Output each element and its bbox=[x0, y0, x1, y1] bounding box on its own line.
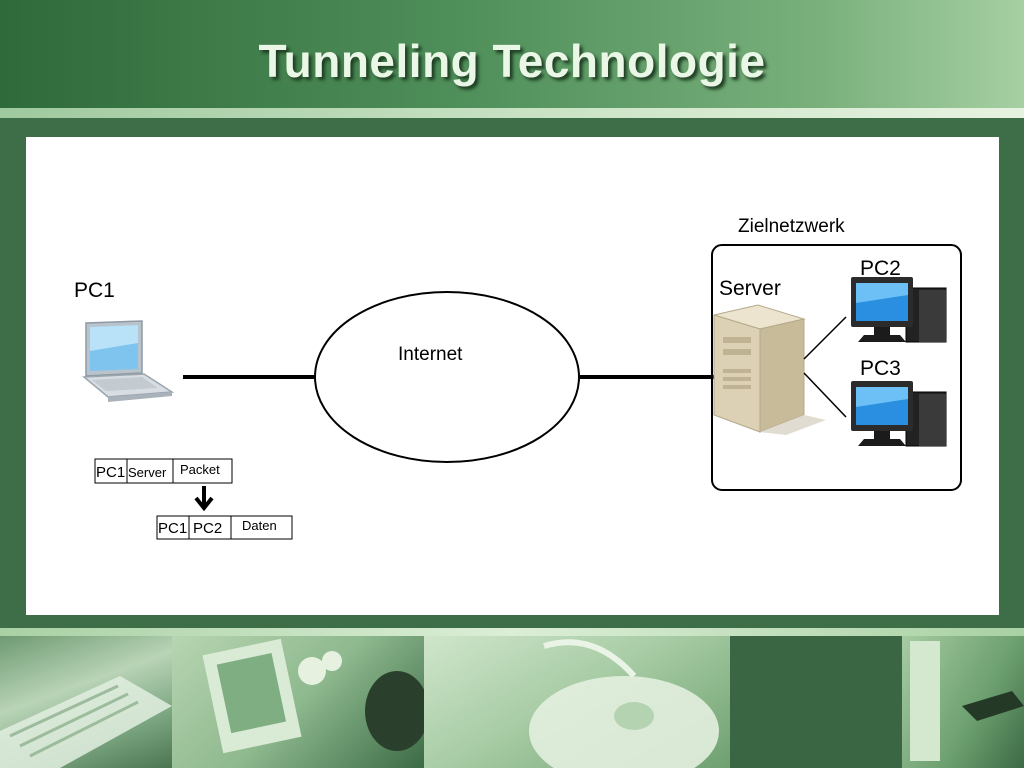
internet-label: Internet bbox=[398, 344, 463, 365]
outer-packet bbox=[94, 458, 233, 484]
pc3-label: PC3 bbox=[860, 357, 901, 380]
internet-cloud bbox=[314, 291, 580, 463]
server-pc3-link bbox=[803, 372, 847, 418]
outer-packet-payload: Packet bbox=[180, 462, 220, 477]
server-label: Server bbox=[719, 277, 781, 300]
desktop-computer-icon bbox=[851, 381, 947, 447]
target-network-box bbox=[711, 244, 962, 491]
footer-photo-strip bbox=[0, 636, 1024, 768]
header-divider bbox=[0, 108, 1024, 118]
footer-dark-tile bbox=[730, 636, 902, 768]
slide-title: Tunneling Technologie bbox=[258, 35, 766, 87]
slide-header bbox=[0, 0, 1024, 108]
outer-packet-server: Server bbox=[128, 465, 167, 480]
inner-packet-pc2: PC2 bbox=[193, 520, 222, 537]
server-icon bbox=[712, 304, 826, 435]
desktop-computer-icon bbox=[851, 277, 947, 343]
server-pc2-link bbox=[803, 316, 847, 360]
inner-packet-pc1: PC1 bbox=[158, 520, 187, 537]
inner-packet-payload: Daten bbox=[242, 518, 277, 533]
pc1-label: PC1 bbox=[74, 279, 115, 302]
inner-packet bbox=[156, 515, 293, 540]
footer-divider bbox=[0, 628, 1024, 636]
pc2-label: PC2 bbox=[860, 257, 901, 280]
diagram-panel: Internet PC1 PC1 Server Packet bbox=[26, 137, 999, 615]
mouse-photo bbox=[424, 636, 730, 768]
touchscreen-photo bbox=[902, 636, 1024, 768]
office-woman-photo bbox=[172, 636, 424, 768]
tunneling-diagram: Internet PC1 PC1 Server Packet bbox=[74, 216, 962, 540]
network-label: Zielnetzwerk bbox=[738, 216, 845, 237]
outer-packet-pc1: PC1 bbox=[96, 464, 125, 481]
arrow-down-icon bbox=[194, 486, 214, 512]
keyboard-photo bbox=[0, 636, 172, 768]
laptop-icon bbox=[82, 320, 175, 402]
